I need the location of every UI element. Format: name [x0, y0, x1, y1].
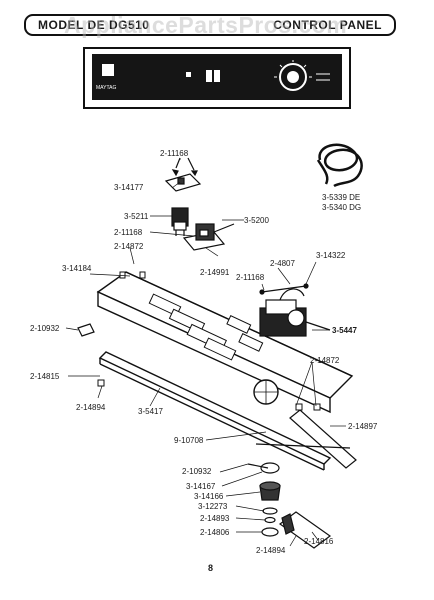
front-rail [98, 351, 332, 471]
part-label: 3-5339 DE [322, 193, 360, 202]
part-label: 9-10708 [174, 436, 204, 445]
switch-bracket [164, 157, 202, 192]
part-label: 2-10932 [182, 467, 212, 476]
brand-logo-icon [102, 64, 114, 76]
page-number: 8 [208, 563, 214, 573]
part-label: 3-14322 [316, 251, 346, 260]
start-button-icon [186, 72, 191, 77]
clip [77, 323, 95, 337]
part-label: 2-10932 [30, 324, 60, 333]
part-label: 2-4807 [270, 259, 295, 268]
timer-motor [259, 288, 331, 337]
part-label: 2-11168 [160, 149, 189, 158]
side-rail [255, 409, 357, 469]
part-label: 3-5417 [138, 407, 163, 416]
timer-knob [247, 462, 281, 537]
part-label: 2-14894 [256, 546, 286, 555]
part-label: 2-14894 [76, 403, 106, 412]
part-label: 3-14177 [114, 183, 144, 192]
section-title: CONTROL PANEL [273, 18, 382, 32]
part-label: 2-14872 [310, 356, 340, 365]
part-label: 2-14815 [30, 372, 60, 381]
part-label: 2-14897 [348, 422, 378, 431]
part-labels: 2-11168 3-14177 3-5211 3-5200 2-11168 2-… [30, 149, 378, 555]
watermark: AppliancePartsPros.com [64, 12, 348, 38]
part-label: 2-14893 [200, 514, 230, 523]
model-label: MODEL DE DG510 [38, 18, 150, 32]
part-label: 2-11168 [236, 273, 265, 282]
part-label: 3-5200 [244, 216, 269, 225]
header-bar: MODEL DE DG510 CONTROL PANEL [24, 14, 396, 36]
part-label: 3-14166 [194, 492, 224, 501]
leader-lines [65, 158, 346, 547]
power-cord [316, 143, 363, 188]
selector-switch-icon [206, 70, 212, 82]
brand-label: MAYTAG [96, 85, 116, 91]
part-label: 3-5340 DG [322, 203, 361, 212]
wire-lead [259, 283, 309, 295]
screw [97, 271, 321, 411]
part-label: 3-5211 [124, 212, 149, 221]
part-label: 3-14167 [186, 482, 216, 491]
console-panel: MAYTAG [83, 47, 351, 109]
part-label: 3-14184 [62, 264, 92, 273]
part-label: 3-12273 [198, 502, 228, 511]
part-label: 2-14872 [114, 242, 144, 251]
selector-switch-icon [214, 70, 220, 82]
push-switch [182, 223, 235, 251]
part-label: 2-14816 [304, 537, 334, 546]
part-label: 2-14806 [200, 528, 230, 537]
part-label: 2-11168 [114, 228, 143, 237]
part-label: 2-14991 [200, 268, 230, 277]
part-label: 3-5447 [332, 326, 357, 335]
control-panel-base [96, 271, 354, 414]
relay-component [171, 207, 189, 236]
